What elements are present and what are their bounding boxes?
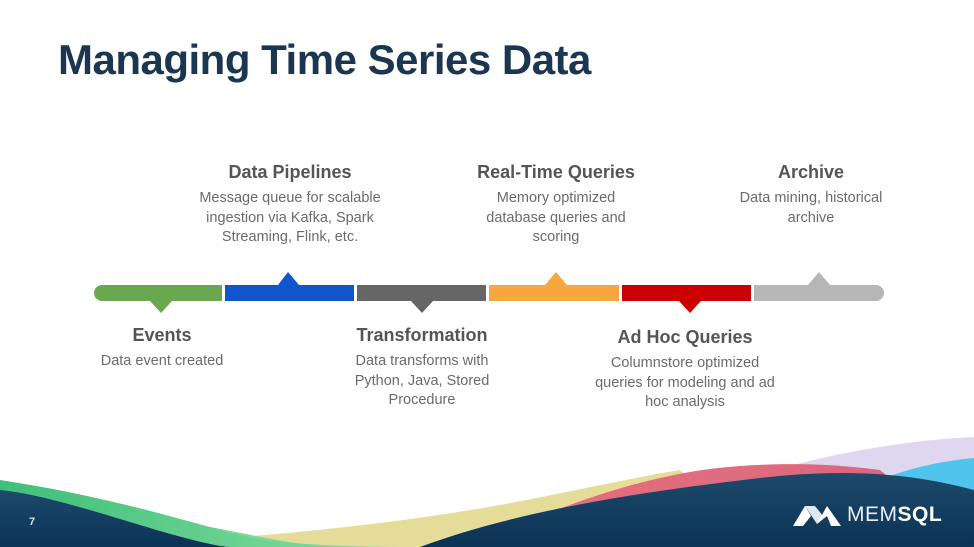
stage-archive: Archive Data mining, historical archive [722, 162, 900, 228]
stage-heading: Events [132, 325, 192, 345]
stage-description: Data mining, historical archive [739, 190, 883, 226]
stage-description: Data event created [100, 353, 224, 369]
stage-description: Memory optimized database queries and sc… [486, 190, 626, 245]
stage-description: Data transforms with Python, Java, Store… [354, 353, 490, 408]
stage-heading: Archive [777, 162, 845, 182]
stage-heading: Transformation [356, 325, 488, 345]
stage-events: Events Data event created [62, 325, 262, 372]
memsql-logo: MEMSQL [793, 503, 942, 527]
stage-real-time-queries: Real-Time Queries Memory optimized datab… [466, 162, 646, 248]
memsql-mountain-logo-icon [793, 506, 841, 526]
stage-heading: Real-Time Queries [477, 162, 635, 182]
stage-heading: Data Pipelines [228, 162, 352, 182]
stage-ad-hoc-queries: Ad Hoc Queries Columnstore optimized que… [590, 327, 780, 413]
stage-heading: Ad Hoc Queries [617, 327, 753, 347]
page-number: 7 [29, 516, 36, 528]
stage-description: Columnstore optimized queries for modeli… [595, 355, 775, 410]
stage-data-pipelines: Data Pipelines Message queue for scalabl… [198, 162, 382, 248]
slide-title: Managing Time Series Data [58, 36, 591, 83]
stage-description: Message queue for scalable ingestion via… [199, 190, 381, 245]
stage-transformation: Transformation Data transforms with Pyth… [334, 325, 510, 411]
memsql-wordmark: MEMSQL [847, 503, 943, 526]
